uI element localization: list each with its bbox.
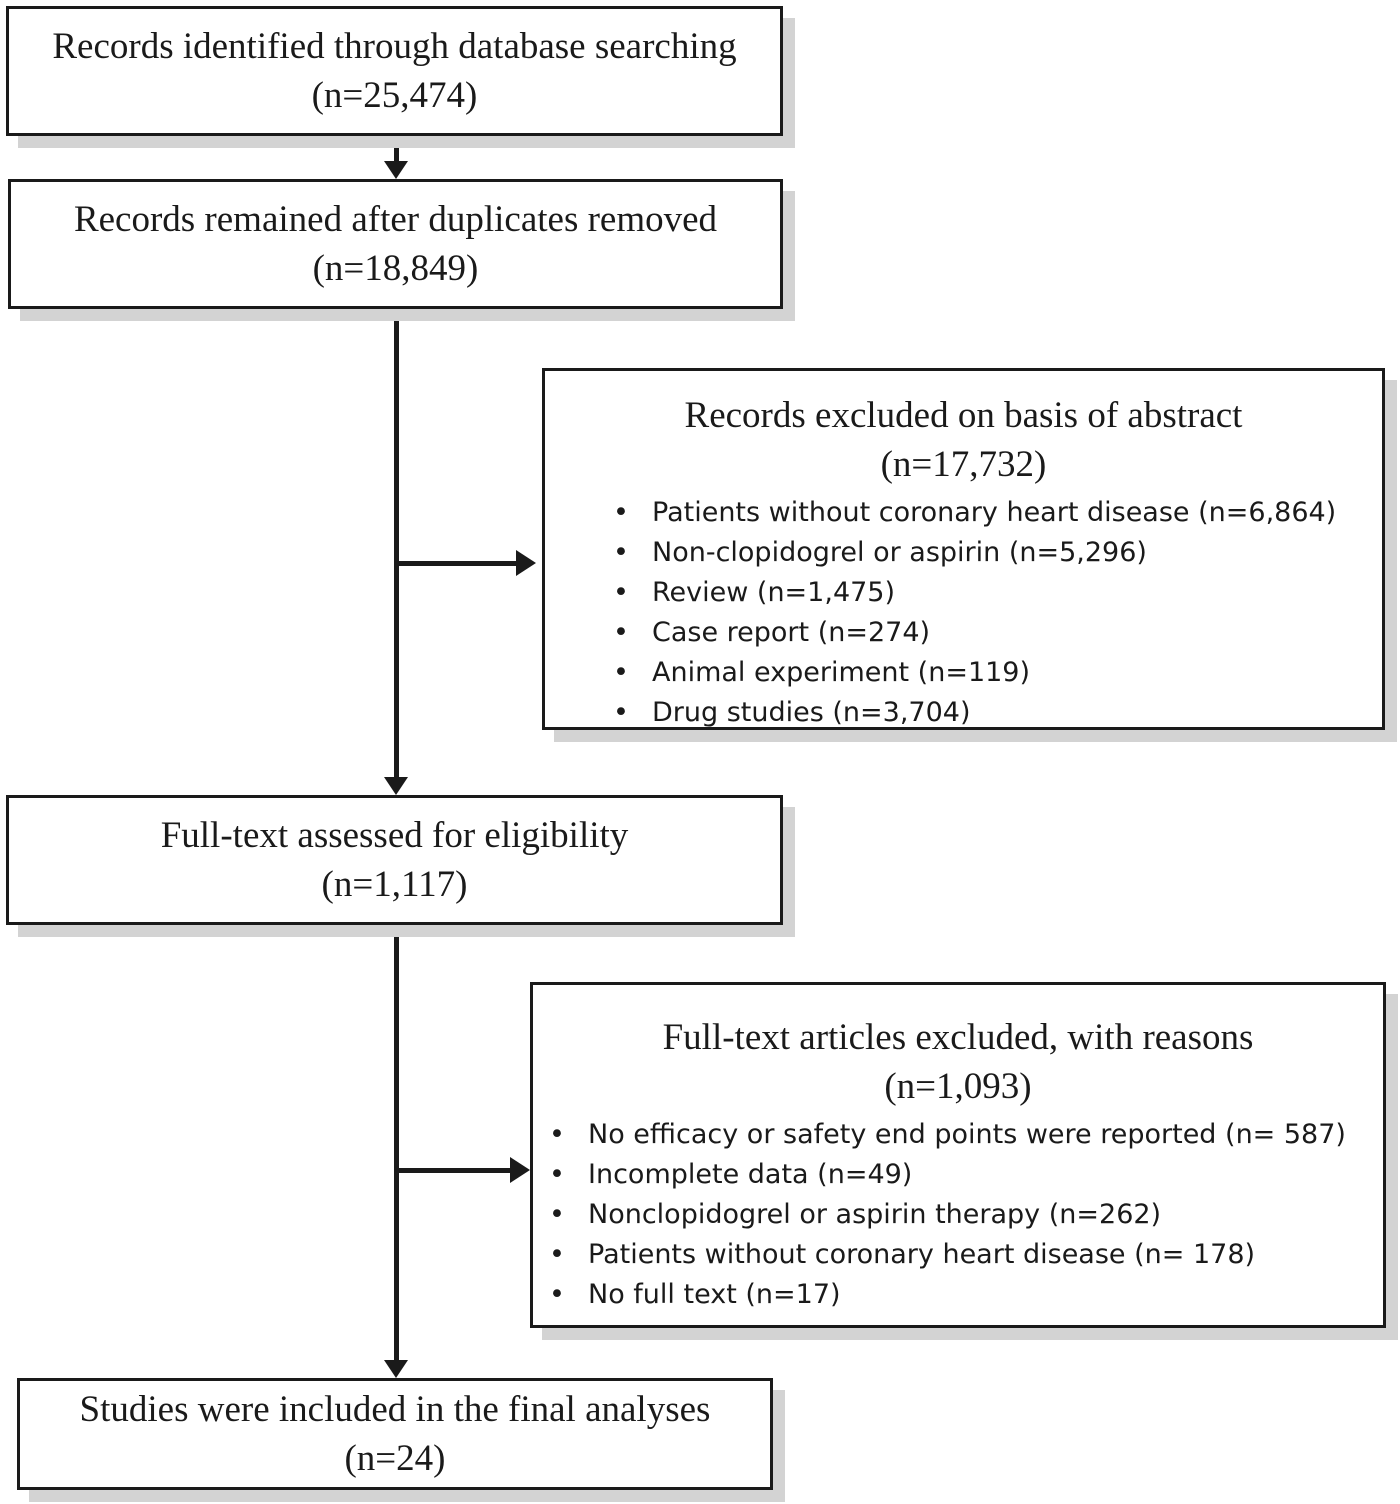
arrow-down-to-duplicates	[384, 161, 408, 179]
studies-included-title: Studies were included in the final analy…	[79, 1389, 711, 1430]
records-identified-count: (n=25,474)	[311, 75, 478, 116]
connector-duplicates-to-fulltext	[394, 307, 399, 779]
abstract-exclusion-box: Records excluded on basis of abstract (n…	[542, 368, 1385, 733]
arrow-down-to-included	[384, 1360, 408, 1378]
fulltext-exclusion-reasons: No efficacy or safety end points were re…	[541, 1115, 1383, 1315]
records-identified-title: Records identified through database sear…	[52, 26, 737, 67]
list-item: Drug studies (n=3,704)	[605, 693, 1382, 733]
list-item: Review (n=1,475)	[605, 573, 1382, 613]
studies-included-count: (n=24)	[344, 1438, 446, 1479]
abstract-exclusion-count: (n=17,732)	[880, 444, 1047, 485]
connector-identified-to-duplicates	[394, 135, 399, 163]
arrow-right-to-fulltext-exclusion	[510, 1157, 530, 1183]
connector-fulltext-to-included	[394, 922, 399, 1362]
arrow-right-to-abstract-exclusion	[516, 550, 536, 576]
list-item: Patients without coronary heart disease …	[605, 493, 1382, 533]
records-identified-box: Records identified through database sear…	[6, 6, 783, 136]
connector-to-abstract-exclusion	[396, 561, 518, 566]
fulltext-assessed-title: Full-text assessed for eligibility	[160, 815, 629, 856]
fulltext-exclusion-title: Full-text articles excluded, with reason…	[662, 1017, 1254, 1058]
list-item: Animal experiment (n=119)	[605, 653, 1382, 693]
fulltext-exclusion-box: Full-text articles excluded, with reason…	[530, 982, 1386, 1328]
records-after-duplicates-box: Records remained after duplicates remove…	[8, 179, 783, 309]
list-item: Incomplete data (n=49)	[541, 1155, 1383, 1195]
fulltext-assessed-count: (n=1,117)	[321, 864, 468, 905]
list-item: Nonclopidogrel or aspirin therapy (n=262…	[541, 1195, 1383, 1235]
list-item: Non-clopidogrel or aspirin (n=5,296)	[605, 533, 1382, 573]
list-item: No full text (n=17)	[541, 1275, 1383, 1315]
fulltext-exclusion-count: (n=1,093)	[884, 1066, 1032, 1107]
abstract-exclusion-title: Records excluded on basis of abstract	[684, 395, 1243, 436]
list-item: Case report (n=274)	[605, 613, 1382, 653]
arrow-down-to-fulltext	[384, 777, 408, 795]
records-after-duplicates-count: (n=18,849)	[312, 248, 479, 289]
list-item: No efficacy or safety end points were re…	[541, 1115, 1383, 1155]
connector-to-fulltext-exclusion	[396, 1168, 512, 1173]
list-item: Patients without coronary heart disease …	[541, 1235, 1383, 1275]
abstract-exclusion-reasons: Patients without coronary heart disease …	[605, 493, 1382, 733]
records-after-duplicates-title: Records remained after duplicates remove…	[73, 199, 718, 240]
fulltext-assessed-box: Full-text assessed for eligibility (n=1,…	[6, 795, 783, 925]
studies-included-box: Studies were included in the final analy…	[17, 1378, 773, 1490]
